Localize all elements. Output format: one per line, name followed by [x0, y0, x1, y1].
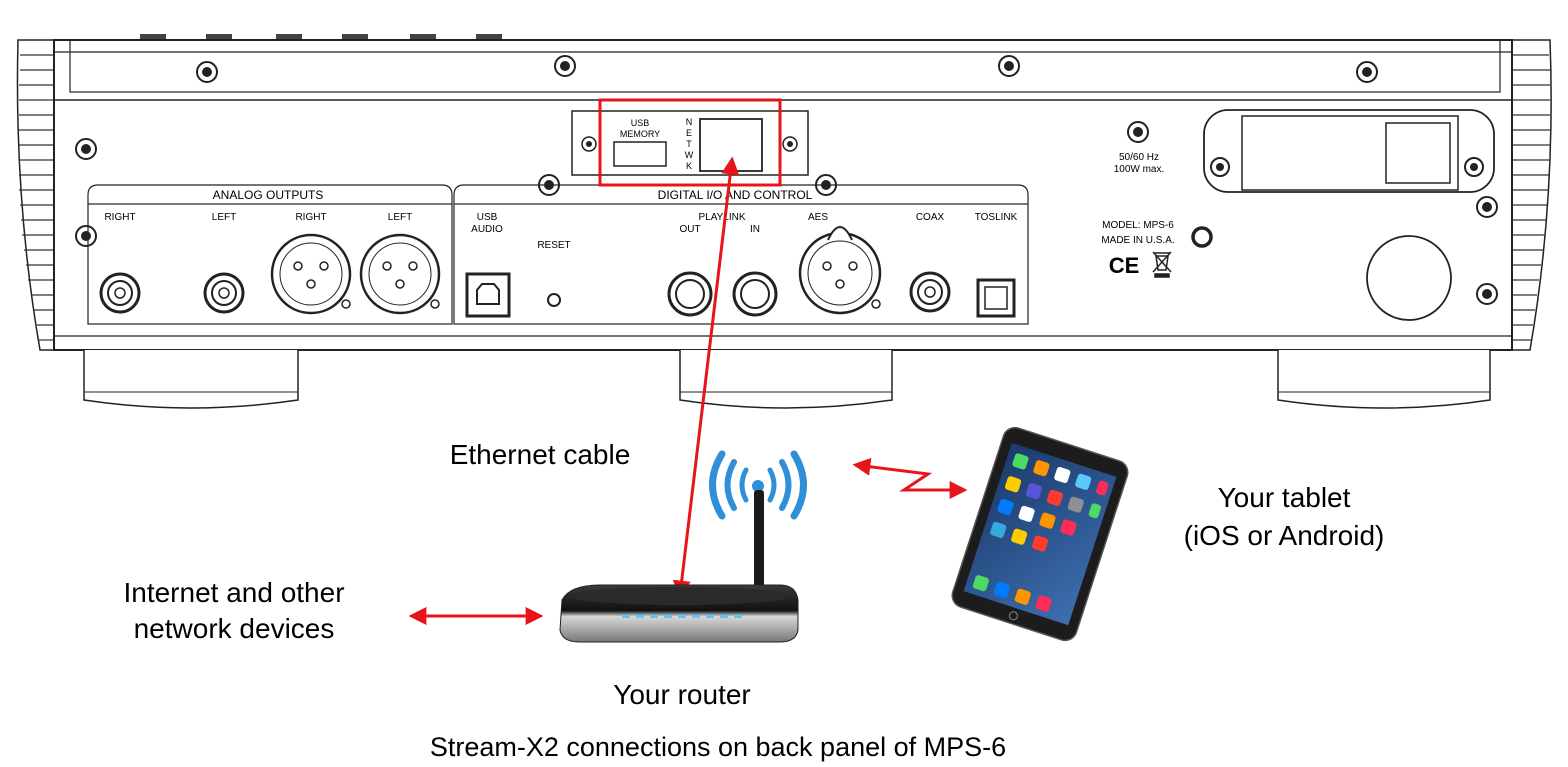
playlink-out-label: OUT [679, 224, 700, 235]
power-label-2: 100W max. [1114, 164, 1165, 175]
left-heatsink [16, 39, 55, 351]
screws [75, 55, 1498, 305]
playlink-out-jack [667, 271, 713, 317]
usb-b-port [465, 272, 511, 318]
toslink-port [976, 278, 1016, 318]
rca-right-label: RIGHT [104, 212, 135, 223]
ground-terminal [1191, 226, 1213, 248]
coax-jack [909, 271, 951, 313]
netwk-letter-n: N [686, 117, 693, 127]
rca-right-jack [99, 272, 141, 314]
model-label: MODEL: MPS-6 [1102, 220, 1174, 231]
analog-outputs-section: ANALOG OUTPUTS RIGHT LEFT RIGHT LEFT [87, 184, 453, 325]
ethernet-cable-arrow [672, 156, 740, 599]
weee-bin-icon [1152, 251, 1172, 278]
coax-label: COAX [916, 212, 945, 223]
router-icon [559, 490, 799, 643]
xlr-left-jack [359, 233, 441, 315]
analog-outputs-label: ANALOG OUTPUTS [213, 188, 324, 202]
aes-xlr-jack [798, 226, 882, 315]
xlr-right-label: RIGHT [295, 212, 326, 223]
feet [83, 350, 1491, 409]
playlink-in-label: IN [750, 224, 760, 235]
rca-left-jack [203, 272, 245, 314]
xlr-left-label: LEFT [388, 212, 412, 223]
usb-memory-label-2: MEMORY [620, 129, 660, 139]
ethernet-cable-label: Ethernet cable [450, 439, 631, 470]
made-in-label: MADE IN U.S.A. [1101, 235, 1174, 246]
netwk-letter-k: K [686, 161, 692, 171]
diagram-caption: Stream-X2 connections on back panel of M… [430, 732, 1006, 762]
power-label-1: 50/60 Hz [1119, 152, 1159, 163]
tablet-label-1: Your tablet [1218, 482, 1351, 513]
wifi-signal-icon [709, 450, 807, 520]
stream-x2-module: USB MEMORY N E T W K [571, 110, 809, 176]
playlink-label: PLAYLINK [698, 212, 745, 223]
rca-left-label: LEFT [212, 212, 236, 223]
netwk-letter-t: T [686, 139, 692, 149]
internet-label-2: network devices [134, 613, 335, 644]
reset-button-hole [547, 293, 561, 307]
top-tabs [140, 34, 502, 40]
usb-audio-label-2: AUDIO [471, 224, 503, 235]
tablet-icon [951, 426, 1129, 642]
netwk-letter-w: W [685, 150, 694, 160]
internet-label-1: Internet and other [123, 577, 344, 608]
usb-audio-label-1: USB [477, 212, 498, 223]
tablet-label-2: (iOS or Android) [1184, 520, 1385, 551]
toslink-label: TOSLINK [975, 212, 1018, 223]
reset-label: RESET [537, 240, 570, 251]
right-heatsink [1511, 39, 1552, 351]
ce-mark: CE [1109, 253, 1140, 278]
aes-label: AES [808, 212, 828, 223]
playlink-in-jack [732, 271, 778, 317]
wireless-link-arrow [852, 457, 968, 499]
usb-memory-port [613, 141, 667, 167]
router-label: Your router [613, 679, 751, 710]
netwk-letter-e: E [686, 128, 692, 138]
power-inlet [1203, 109, 1495, 193]
digital-io-label: DIGITAL I/O AND CONTROL [658, 188, 813, 202]
back-panel: ANALOG OUTPUTS RIGHT LEFT RIGHT LEFT [16, 34, 1552, 409]
xlr-right-jack [270, 233, 352, 315]
tablet-app-icons [972, 453, 1109, 612]
usb-memory-label-1: USB [631, 118, 650, 128]
fan-vent [1366, 235, 1452, 321]
